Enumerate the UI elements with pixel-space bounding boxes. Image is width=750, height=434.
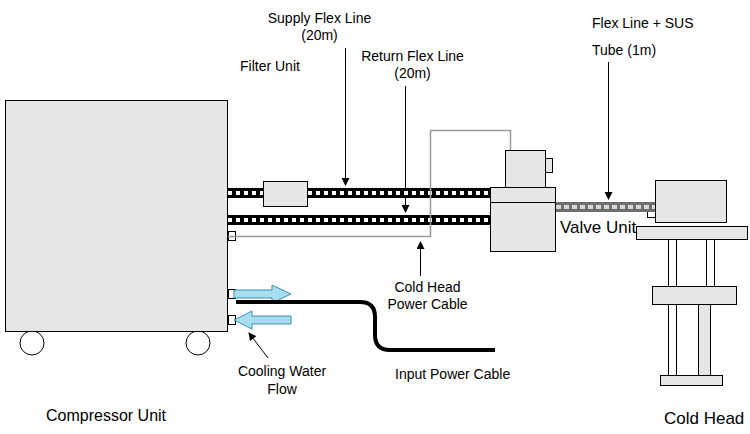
- cable-label: Cold Head Power Cable: [385, 279, 470, 313]
- input-cable-label: Input Power Cable: [395, 366, 545, 383]
- cold-head-body: [637, 210, 748, 386]
- unit-label: Compressor Unit: [46, 406, 166, 425]
- line-stroke: [228, 218, 490, 222]
- sus-tube-line: [556, 207, 655, 208]
- cold-head: Cold Head: [655, 180, 727, 223]
- power-cable: [228, 131, 511, 237]
- water-arrow: [234, 285, 291, 329]
- line-stroke: [556, 205, 655, 209]
- valve-unit: Valve Unit: [490, 150, 556, 252]
- filter-unit-label: Filter Unit: [240, 58, 315, 75]
- return-line-label: Return Flex Line (20m): [355, 48, 470, 82]
- supply-line-label: Supply Flex Line (20m): [262, 10, 377, 44]
- valve-unit-outline: [490, 150, 556, 252]
- line-stroke: [228, 131, 511, 237]
- leader-arrow: [249, 48, 609, 358]
- filter-unit: [264, 182, 308, 207]
- line-stroke: [228, 215, 490, 225]
- wheel: [20, 331, 210, 355]
- port: [229, 189, 236, 325]
- unit-label: Cold Head: [664, 409, 744, 429]
- tube-label: Flex Line + SUS Tube (1m): [592, 10, 712, 64]
- unit-label: Valve Unit: [560, 218, 636, 238]
- compressor-unit: Compressor Unit: [5, 100, 228, 332]
- water-label: Cooling Water Flow: [232, 362, 332, 398]
- line-stroke: [556, 202, 655, 212]
- flex-line: [228, 220, 490, 221]
